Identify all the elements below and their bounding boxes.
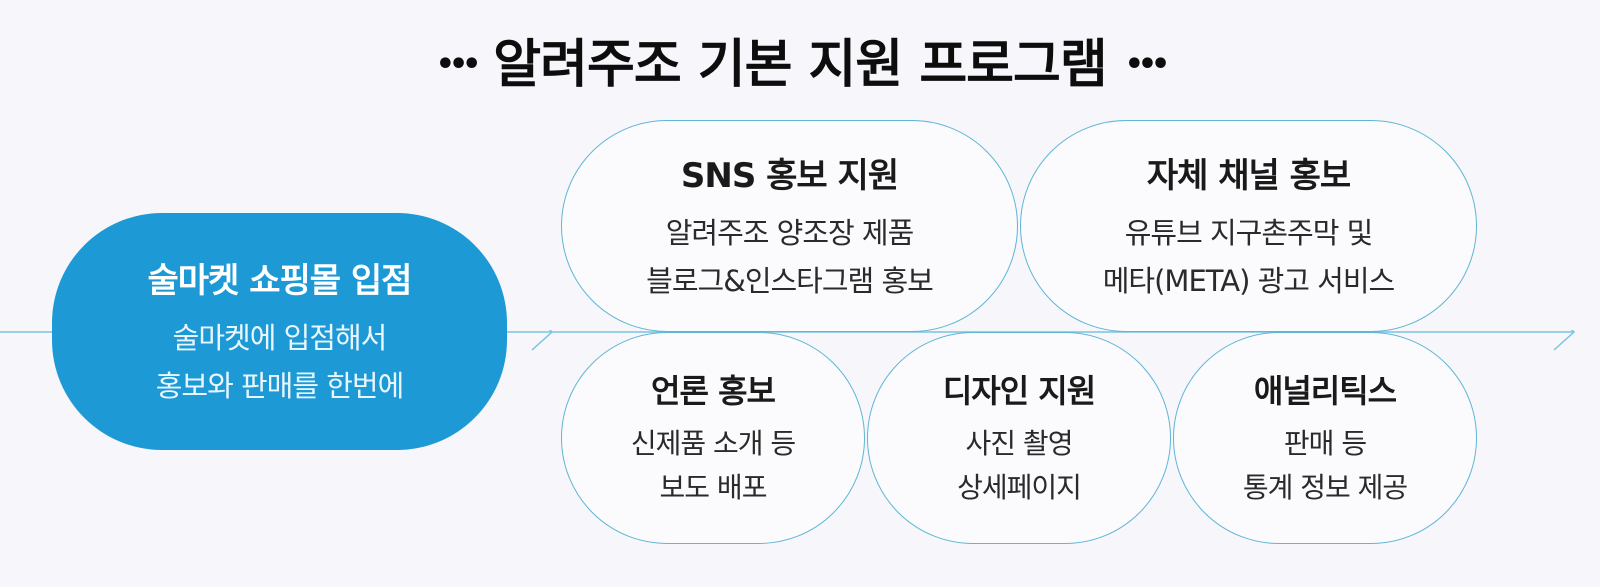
main-program-line-1: 술마켓에 입점해서	[172, 321, 388, 355]
program-line: 메타(META) 광고 서비스	[1102, 263, 1395, 298]
arrow-head-icon	[1553, 330, 1576, 351]
main-program-pill: 술마켓 쇼핑몰 입점 술마켓에 입점해서 홍보와 판매를 한번에	[52, 213, 507, 450]
main-program-line-2: 홍보와 판매를 한번에	[155, 369, 405, 403]
program-line: 보도 배포	[659, 471, 768, 504]
program-pill-press: 언론 홍보 신제품 소개 등 보도 배포	[561, 332, 865, 544]
program-line: 사진 촬영	[965, 427, 1074, 460]
program-line: 알려주조 양조장 제품	[665, 215, 915, 250]
main-program-title: 술마켓 쇼핑몰 입점	[147, 261, 413, 301]
title-dots-left: •••	[435, 46, 481, 82]
program-line: 판매 등	[1283, 427, 1367, 460]
program-pill-own-channel: 자체 채널 홍보 유튜브 지구촌주막 및 메타(META) 광고 서비스	[1020, 120, 1477, 332]
program-line: 유튜브 지구촌주막 및	[1124, 215, 1374, 250]
program-title: 애널리틱스	[1253, 372, 1397, 410]
page-title: ••• 알려주조 기본 지원 프로그램 •••	[0, 22, 1600, 97]
program-line: 신제품 소개 등	[630, 427, 796, 460]
program-title: 디자인 지원	[942, 372, 1096, 410]
program-pill-design: 디자인 지원 사진 촬영 상세페이지	[867, 332, 1171, 544]
program-pill-analytics: 애널리틱스 판매 등 통계 정보 제공	[1173, 332, 1477, 544]
program-line: 블로그&인스타그램 홍보	[646, 263, 934, 298]
chevron-right-icon	[531, 330, 554, 351]
program-line: 상세페이지	[957, 471, 1082, 504]
program-line: 통계 정보 제공	[1242, 471, 1408, 504]
program-title: 언론 홍보	[651, 372, 776, 410]
program-title: 자체 채널 홍보	[1146, 155, 1351, 196]
title-text: 알려주조 기본 지원 프로그램	[493, 35, 1107, 95]
title-dots-right: •••	[1124, 46, 1170, 82]
program-title: SNS 홍보 지원	[680, 155, 899, 196]
program-pill-sns: SNS 홍보 지원 알려주조 양조장 제품 블로그&인스타그램 홍보	[561, 120, 1018, 332]
